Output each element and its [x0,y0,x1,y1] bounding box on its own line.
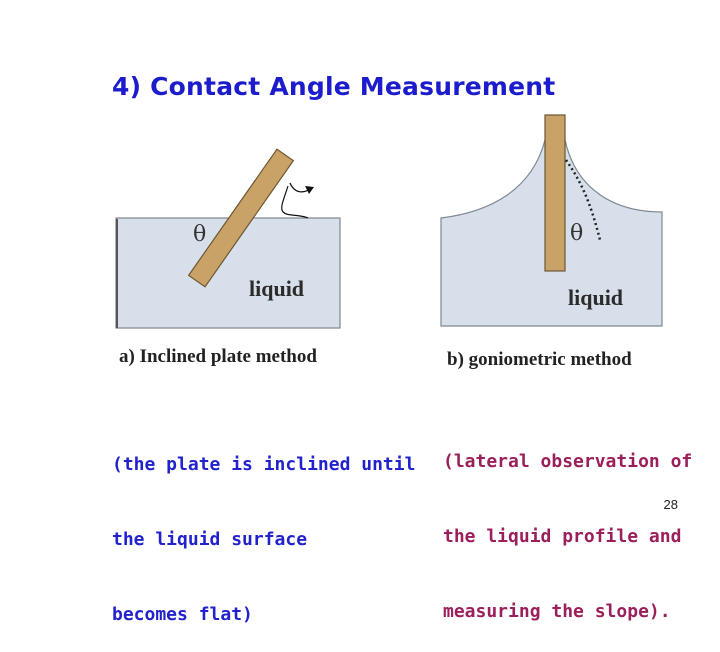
theta-symbol-b: θ [570,221,584,246]
caption-a: (the plate is inclined until the liquid … [112,402,415,652]
vertical-plate [544,114,566,272]
caption-a-line: becomes flat) [112,604,253,625]
caption-b-line: the liquid profile and [443,526,682,547]
liquid-label-a: liquid [249,276,305,301]
figure-a-label: a) Inclined plate method [119,346,317,367]
caption-b-line: (lateral observation of [443,451,693,472]
figure-a-drawing [115,148,341,329]
figure-b-label: b) goniometric method [447,349,632,370]
caption-a-line: (the plate is inclined until [112,454,416,475]
page-number: 28 [663,497,678,512]
theta-symbol-a: θ [193,222,207,247]
motion-arrow-head [305,186,314,194]
contact-angle-diagrams [115,114,663,329]
meniscus-a [281,185,309,219]
caption-b: (lateral observation of the liquid profi… [443,399,692,649]
figure-b-drawing [440,114,663,327]
caption-b-line: measuring the slope). [443,601,671,622]
liquid-label-b: liquid [568,285,624,310]
slide-title: 4) Contact Angle Measurement [112,72,556,101]
tangent-line [564,159,602,241]
inclined-plate [187,148,295,288]
